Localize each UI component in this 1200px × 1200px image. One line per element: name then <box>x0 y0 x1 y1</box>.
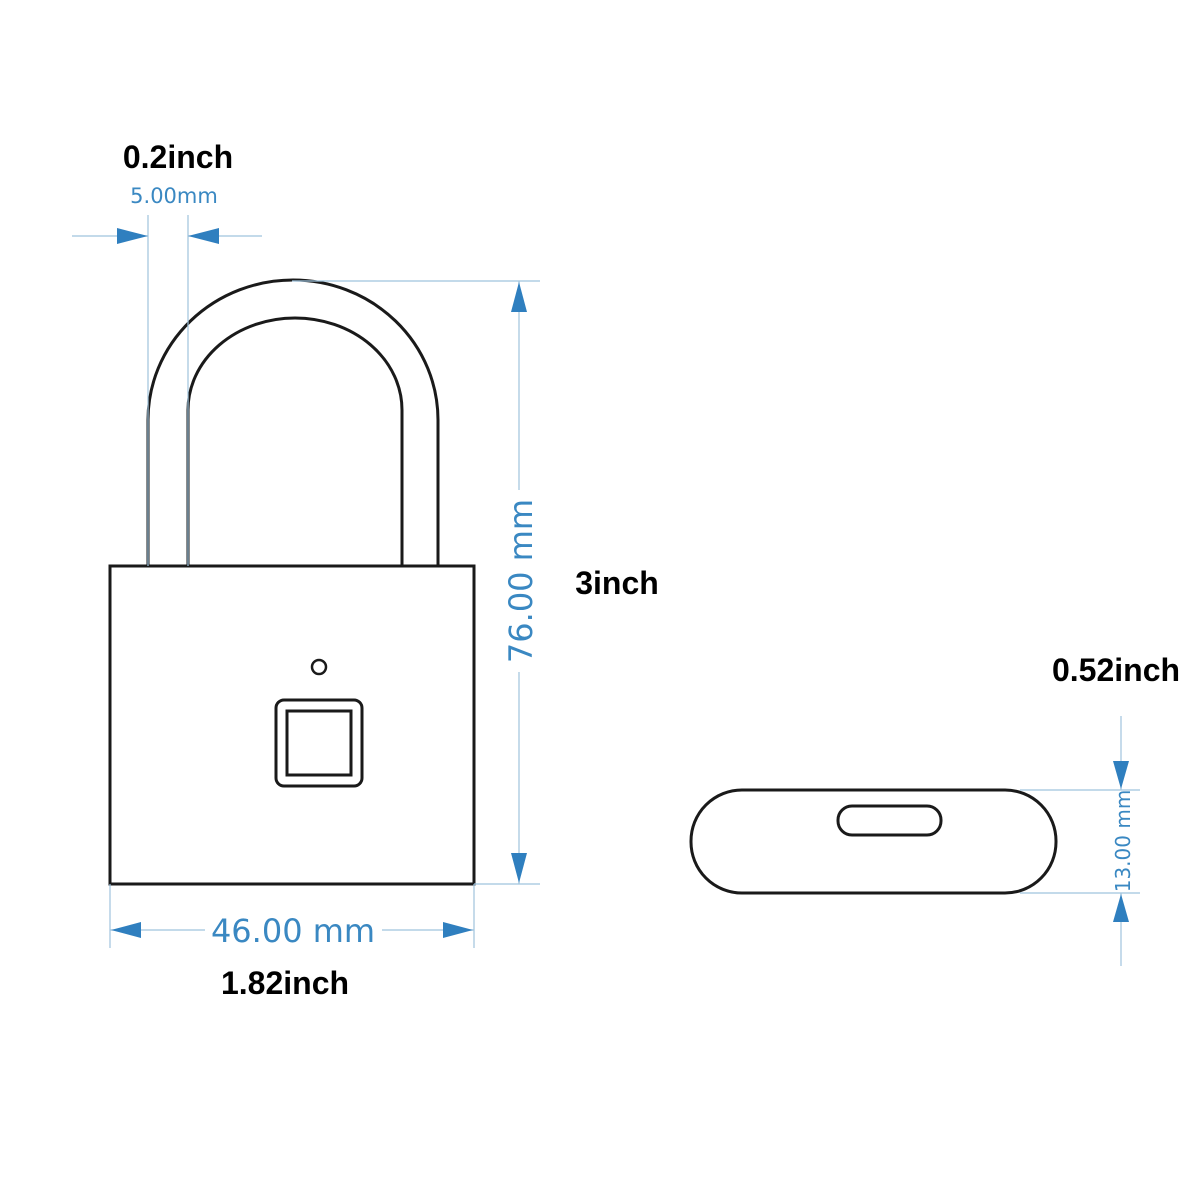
height-inch-label: 3inch <box>575 565 659 601</box>
shackle-inner <box>186 316 404 566</box>
shackle-outer <box>146 278 440 566</box>
padlock-front-view <box>108 278 476 886</box>
arrow-down-icon <box>511 853 527 883</box>
shackle-thickness-inch-label: 0.2inch <box>123 139 233 175</box>
usb-port-icon <box>836 804 943 837</box>
lock-bottom-outline <box>689 788 1058 895</box>
width-dimension: 46.00 mm 1.82inch <box>109 884 475 1001</box>
arrow-right-icon <box>443 922 473 938</box>
width-inch-label: 1.82inch <box>221 965 349 1001</box>
lock-body <box>108 564 476 886</box>
width-mm-label: 46.00 mm <box>211 912 375 950</box>
arrow-left-icon <box>188 228 219 244</box>
arrow-down-icon <box>1113 761 1129 789</box>
arrow-up-icon <box>1113 894 1129 922</box>
arrow-left-icon <box>111 922 141 938</box>
shackle-thickness-dimension: 5.00mm 0.2inch <box>72 139 262 566</box>
height-dimension: 76.00 mm 3inch <box>292 280 659 885</box>
arrow-up-icon <box>511 282 527 312</box>
height-mm-label: 76.00 mm <box>502 499 540 663</box>
shackle-thickness-mm-label: 5.00mm <box>130 184 218 208</box>
padlock-bottom-view <box>689 788 1058 895</box>
fingerprint-sensor-icon <box>274 698 364 788</box>
led-dot-icon <box>310 658 328 676</box>
arrow-right-icon <box>117 228 148 244</box>
depth-inch-label: 0.52inch <box>1052 652 1180 688</box>
depth-mm-label: 13.00 mm <box>1111 790 1135 893</box>
depth-dimension: 13.00 mm 0.52inch <box>1020 652 1180 966</box>
